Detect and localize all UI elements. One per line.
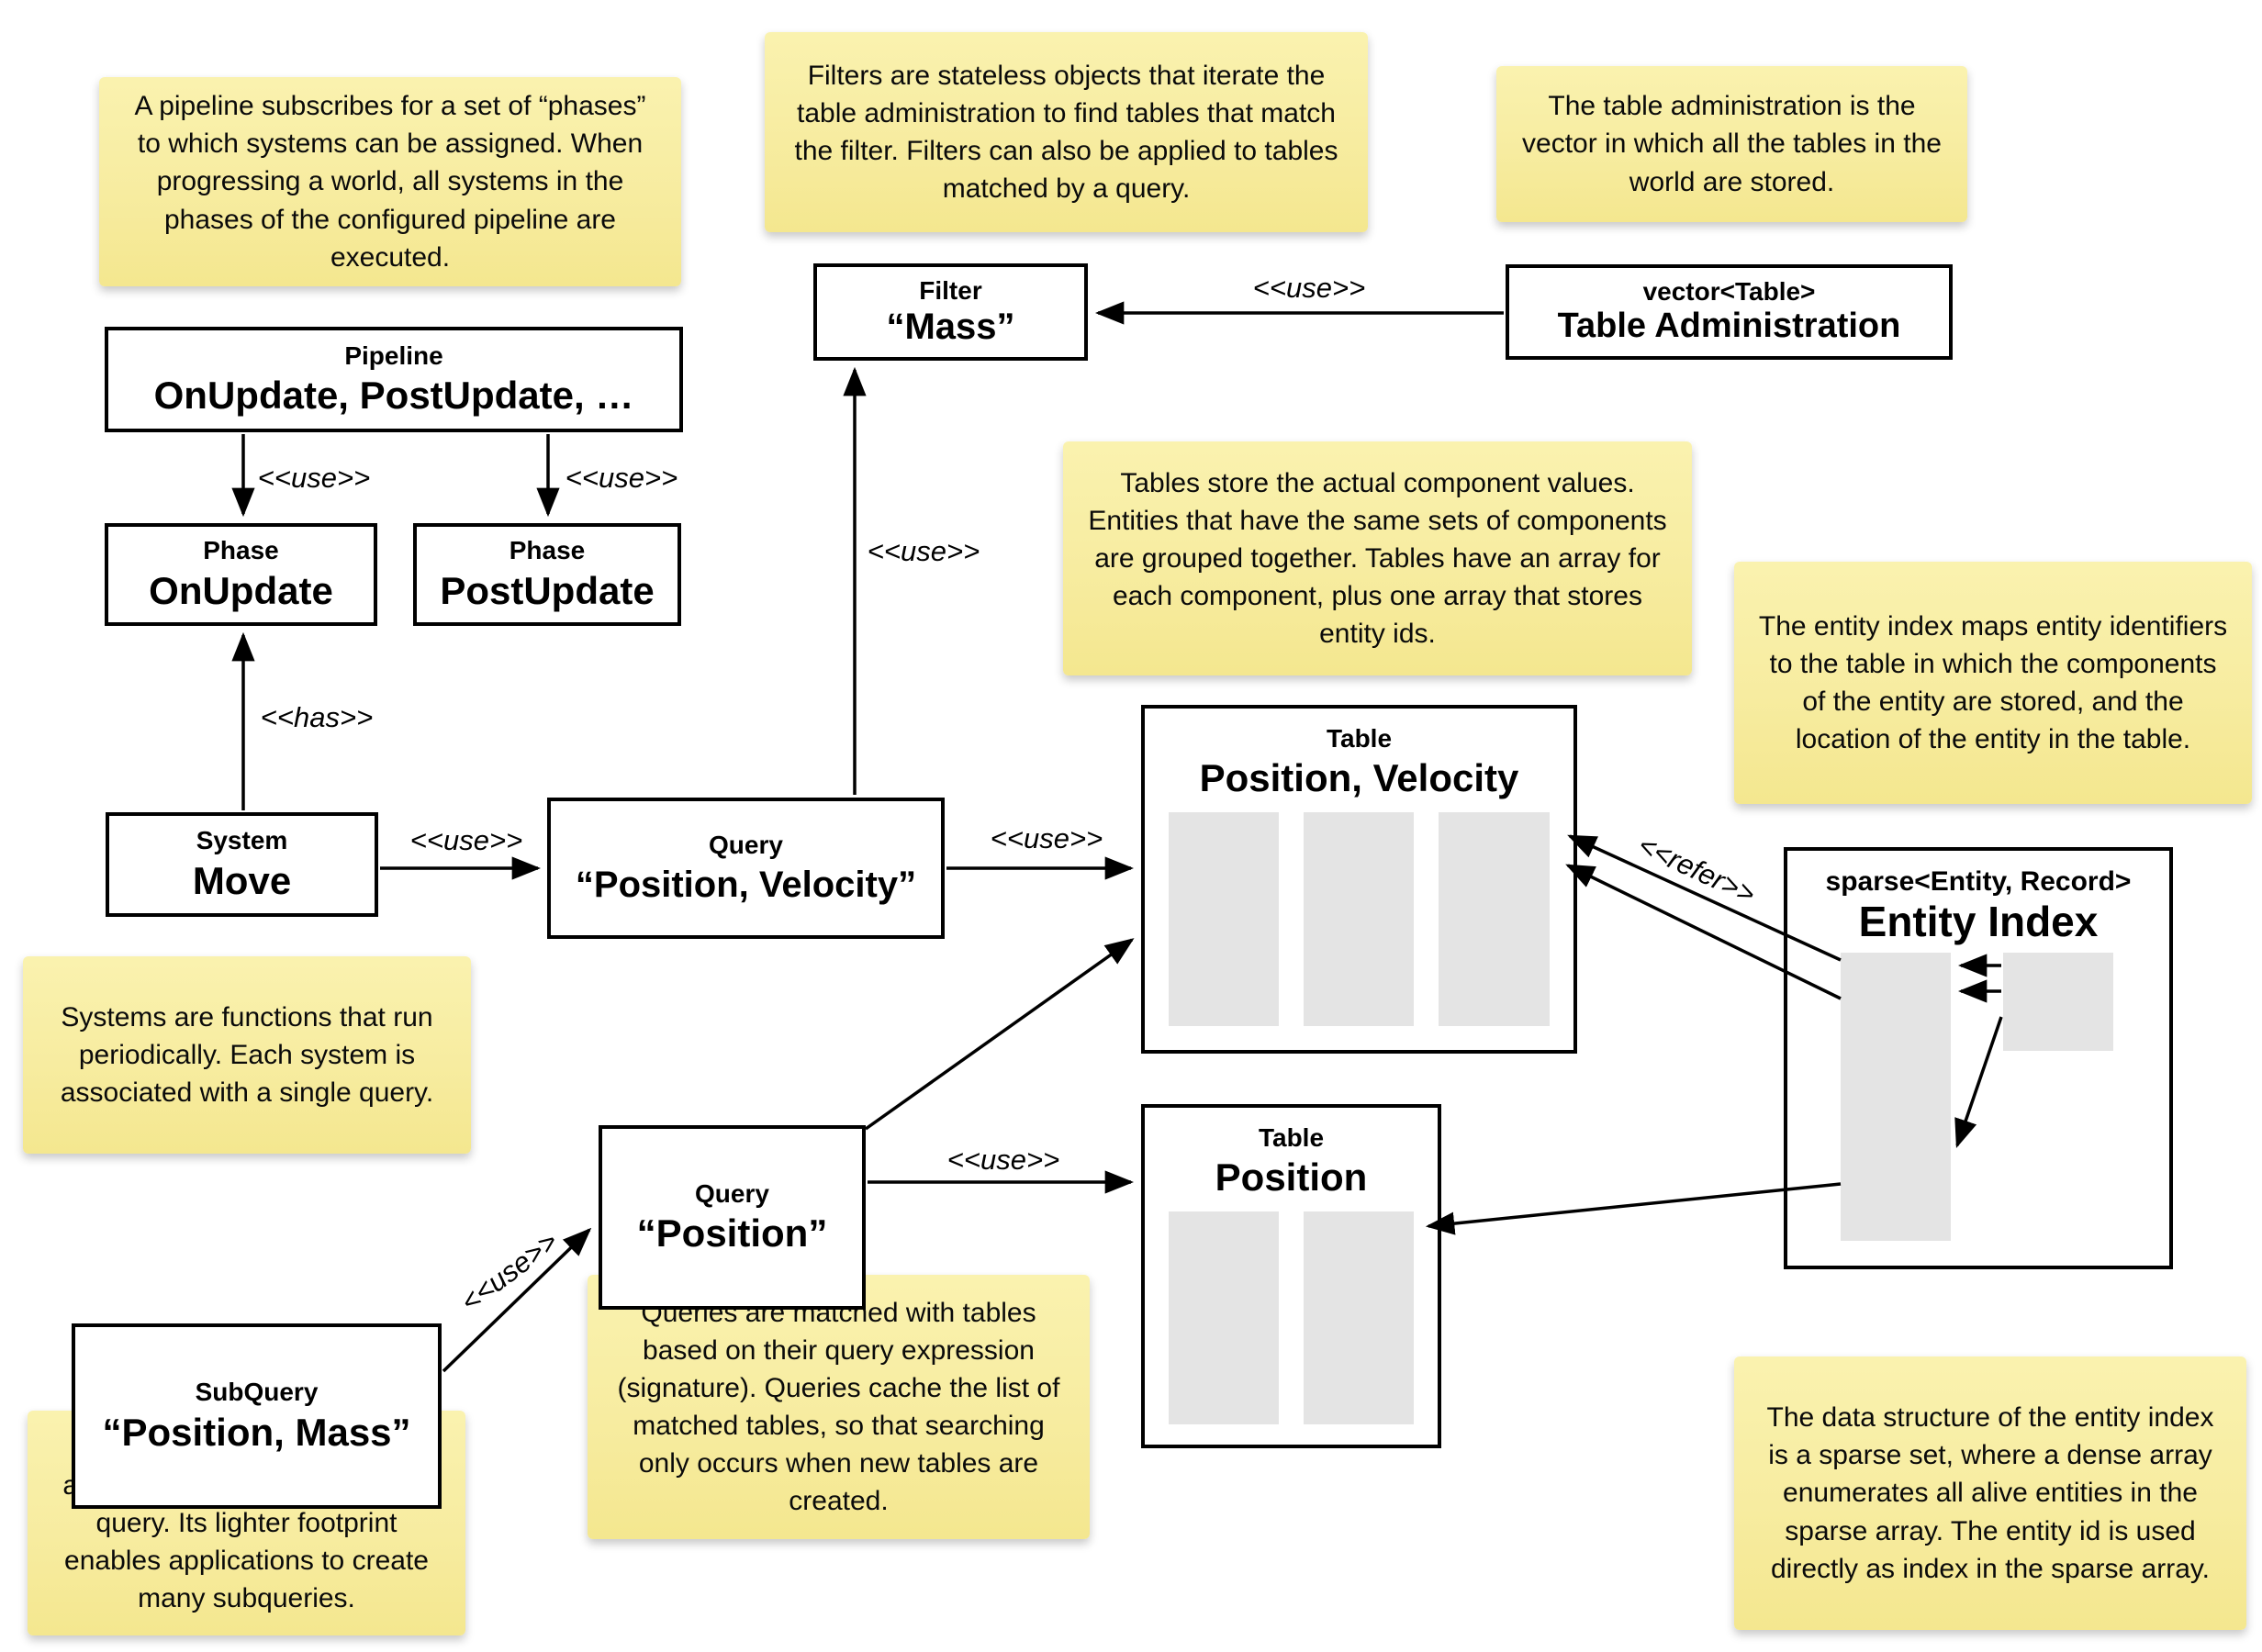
phase-onupdate-name: OnUpdate (149, 568, 333, 612)
pipeline-box-name: OnUpdate, PostUpdate, … (153, 374, 634, 418)
sparse-array (1841, 953, 1951, 1241)
phase-postupdate-box: Phase PostUpdate (413, 523, 681, 626)
filter-box-label: Filter (919, 276, 982, 306)
note-tables: Tables store the actual component values… (1063, 441, 1692, 675)
entity-id-array (1439, 812, 1550, 1026)
note-pipeline: A pipeline subscribes for a set of “phas… (99, 77, 681, 286)
has-label-system-phase: <<has>> (260, 701, 374, 733)
note-systems: Systems are functions that run periodica… (23, 956, 471, 1154)
note-filters-text: Filters are stateless objects that itera… (794, 60, 1338, 205)
use-label-querypv-tablepv: <<use>> (990, 822, 1103, 854)
table-administration-name: Table Administration (1557, 306, 1901, 345)
use-label-pipeline-onupdate: <<use>> (257, 462, 371, 494)
query-position-label: Query (695, 1178, 769, 1208)
component-array-velocity (1304, 812, 1414, 1026)
entity-index-label: sparse<Entity, Record> (1825, 866, 2132, 897)
subquery-box: SubQuery “Position, Mass” (72, 1323, 442, 1509)
component-array-position (1169, 1211, 1279, 1424)
table-administration-label: vector<Table> (1642, 277, 1816, 307)
system-move-label: System (196, 826, 288, 855)
query-position-name: “Position” (636, 1211, 828, 1256)
entity-index-name: Entity Index (1858, 897, 2099, 945)
pipeline-box-label: Pipeline (344, 340, 443, 370)
table-position-name: Position (1215, 1155, 1368, 1200)
phase-onupdate-box: Phase OnUpdate (105, 523, 377, 626)
subquery-name: “Position, Mass” (102, 1410, 411, 1454)
dense-array (2003, 953, 2113, 1051)
use-label-query-filter: <<use>> (867, 535, 980, 567)
use-label-system-query: <<use>> (409, 824, 523, 856)
arrow-queryp-to-tablepv (864, 938, 1135, 1131)
filter-box: Filter “Mass” (813, 263, 1088, 361)
note-sparse-set-text: The data structure of the entity index i… (1766, 1402, 2214, 1584)
query-position-box: Query “Position” (599, 1125, 866, 1310)
pipeline-box: Pipeline OnUpdate, PostUpdate, … (105, 327, 683, 432)
filter-box-name: “Mass” (886, 306, 1015, 347)
system-move-box: System Move (106, 812, 378, 917)
table-position-box: Table Position (1141, 1104, 1441, 1448)
note-tables-text: Tables store the actual component values… (1088, 467, 1667, 650)
subquery-label: SubQuery (195, 1378, 319, 1407)
refer-label-entityindex-tablepv: <<refer>> (1633, 828, 1761, 911)
query-position-velocity-label: Query (709, 831, 783, 860)
use-label-pipeline-postupdate: <<use>> (565, 462, 678, 494)
system-move-name: Move (192, 858, 292, 902)
table-position-velocity-box: Table Position, Velocity (1141, 705, 1577, 1054)
table-position-velocity-name: Position, Velocity (1199, 756, 1519, 800)
note-systems-text: Systems are functions that run periodica… (60, 1001, 434, 1109)
phase-postupdate-label: Phase (509, 536, 586, 565)
note-queries: Queries are matched with tables based on… (588, 1275, 1090, 1539)
note-queries-text: Queries are matched with tables based on… (617, 1297, 1060, 1517)
entity-id-array (1304, 1211, 1414, 1424)
note-entity-index-text: The entity index maps entity identifiers… (1758, 610, 2228, 755)
phase-onupdate-label: Phase (203, 536, 279, 565)
use-label-queryp-tablep: <<use>> (946, 1144, 1060, 1176)
use-label-subquery-queryp: <<use>> (454, 1224, 565, 1319)
note-pipeline-text: A pipeline subscribes for a set of “phas… (134, 91, 646, 273)
note-table-administration-text: The table administration is the vector i… (1522, 91, 1942, 197)
component-array-position (1169, 812, 1279, 1026)
query-position-velocity-name: “Position, Velocity” (575, 864, 917, 905)
query-position-velocity-box: Query “Position, Velocity” (547, 798, 945, 939)
arrow-entityindex-to-tablep (1425, 1182, 1842, 1235)
note-table-administration: The table administration is the vector i… (1496, 66, 1967, 222)
note-sparse-set: The data structure of the entity index i… (1734, 1356, 2246, 1630)
table-position-velocity-label: Table (1326, 724, 1393, 753)
phase-postupdate-name: PostUpdate (440, 568, 655, 612)
use-label-admin-filter: <<use>> (1252, 272, 1366, 304)
note-filters: Filters are stateless objects that itera… (765, 32, 1368, 232)
table-position-label: Table (1258, 1123, 1325, 1152)
note-entity-index: The entity index maps entity identifiers… (1734, 562, 2252, 804)
entity-index-box: sparse<Entity, Record> Entity Index (1784, 847, 2173, 1269)
table-administration-box: vector<Table> Table Administration (1506, 264, 1953, 360)
